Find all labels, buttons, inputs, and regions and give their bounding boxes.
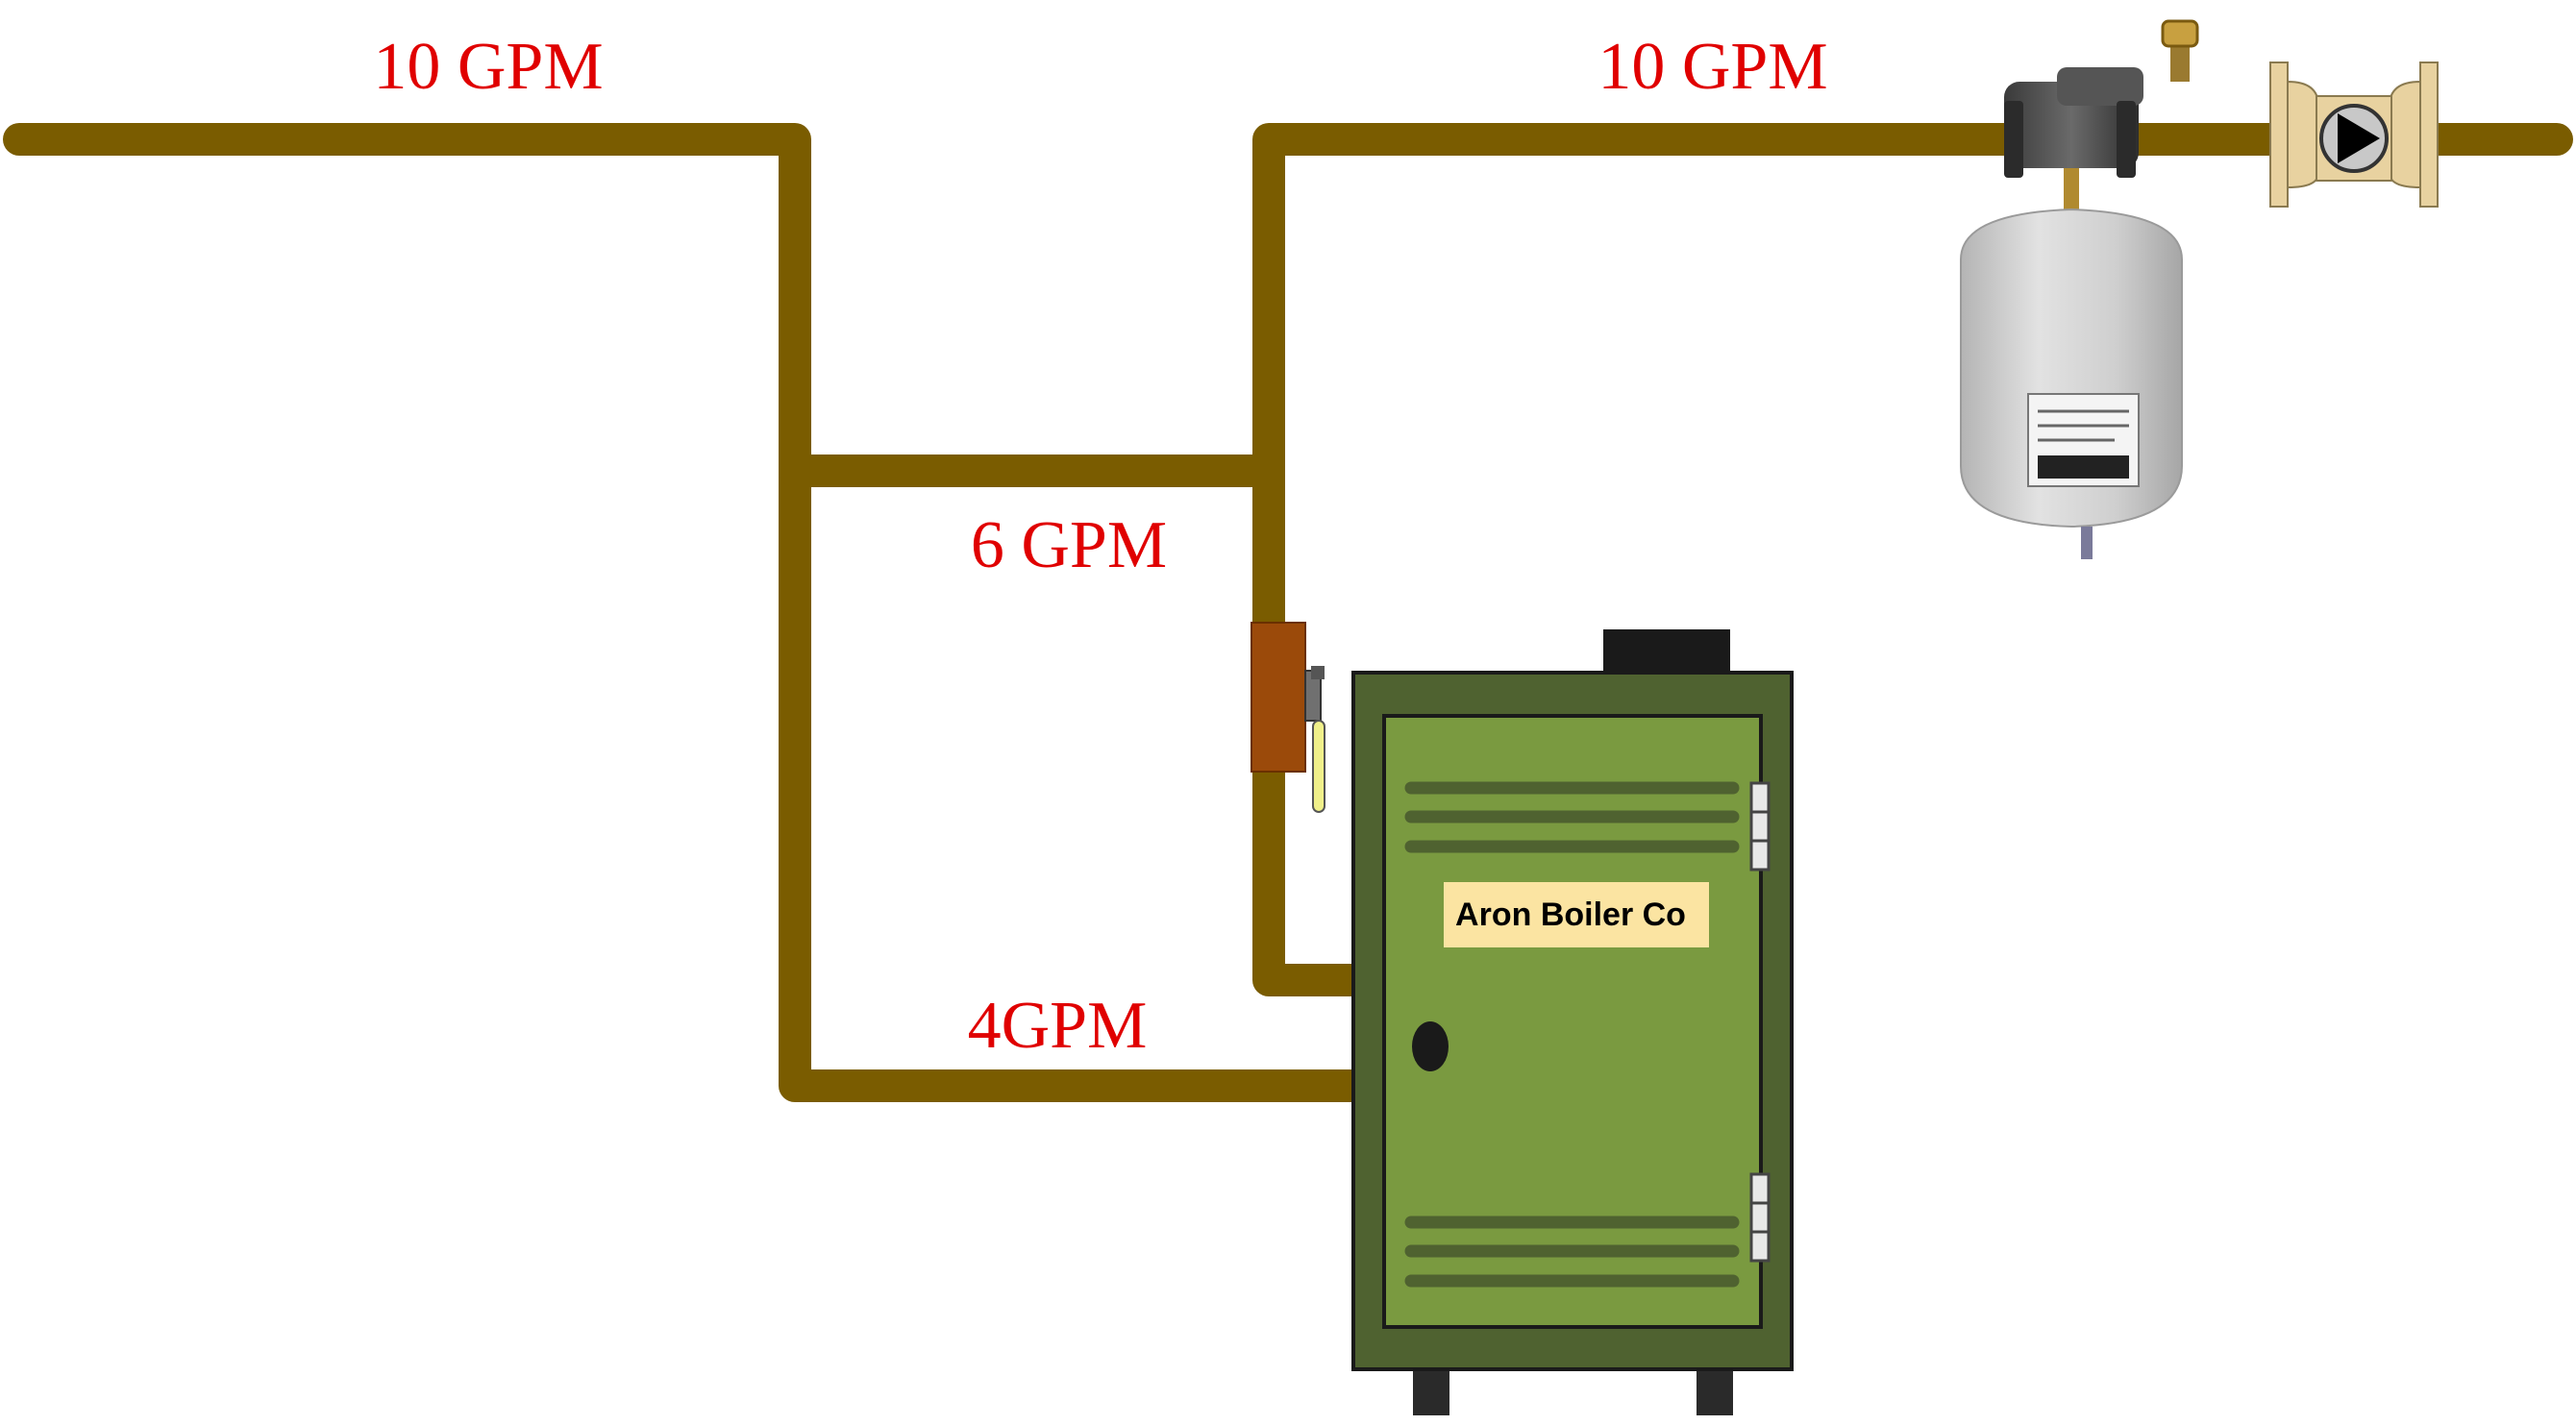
boiler-leg-left (1413, 1369, 1449, 1415)
air-separator-inlet (2004, 101, 2023, 178)
boiler-leg-right (1697, 1369, 1733, 1415)
mixing-valve (1251, 622, 1325, 813)
sticker-brand-bar (2038, 455, 2129, 479)
pump-direction-arrow-icon (2338, 113, 2380, 163)
hinge-lower (1749, 1172, 1771, 1263)
pump-flange-right (2419, 61, 2439, 208)
right-supply-pipe (1252, 123, 2573, 996)
boiler-brand-text: Aron Boiler Co (1455, 897, 1686, 933)
expansion-tank (1960, 208, 2183, 559)
air-separator-outlet (2117, 101, 2136, 178)
boiler-flue-collar (1603, 629, 1730, 676)
air-vent-cap (2161, 19, 2199, 48)
left-supply-pipe (3, 123, 1374, 1102)
upper-louvers (1404, 781, 1740, 853)
circulator-pump (2269, 61, 2439, 208)
flow-label-supply-right: 10 GPM (1598, 30, 1827, 104)
hinge-upper (1749, 781, 1771, 872)
valve-actuator-head (1311, 666, 1325, 679)
flow-label-boiler-return: 4GPM (968, 989, 1148, 1063)
piping (3, 123, 2573, 1102)
air-separator-top (2057, 67, 2143, 106)
pump-flange-left (2269, 61, 2289, 208)
flow-labels: 10 GPM 10 GPM 6 GPM 4GPM (373, 30, 1827, 1063)
flow-label-supply-left: 10 GPM (373, 30, 603, 104)
boiler: Aron Boiler Co (1351, 629, 1794, 1415)
valve-body (1251, 622, 1306, 773)
tank-connector (2064, 168, 2079, 211)
lower-louvers (1404, 1216, 1740, 1288)
valve-sensor-probe (1312, 720, 1325, 813)
air-separator (2004, 19, 2199, 211)
boiler-door (1382, 714, 1763, 1329)
flow-label-bypass: 6 GPM (971, 508, 1167, 582)
door-knob (1412, 1021, 1449, 1071)
door-hinges (1749, 781, 1771, 1263)
boiler-nameplate (1444, 882, 1709, 947)
air-vent-stem (2170, 38, 2190, 82)
tank-drain-valve (2081, 527, 2093, 559)
